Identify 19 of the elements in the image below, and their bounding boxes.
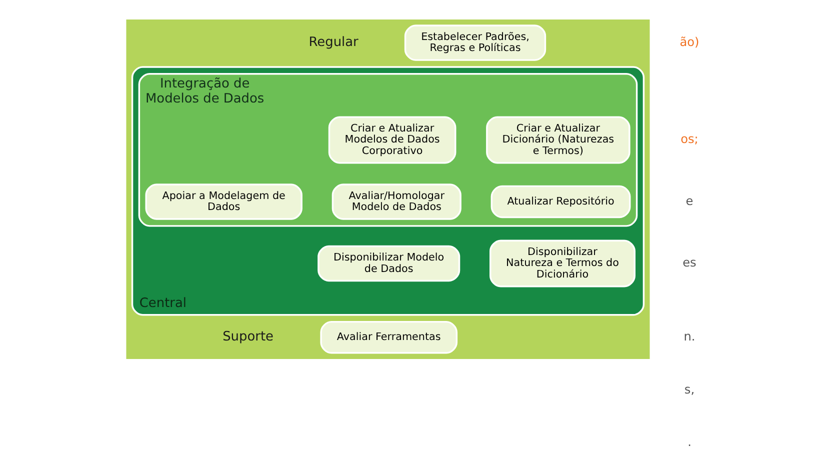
label: ão) — [680, 34, 700, 49]
label: e — [686, 194, 694, 208]
node-box: Criar e Atualizar Dicionário (Naturezas e Termos) — [486, 116, 630, 164]
node-box: Criar e Atualizar Modelos de Dados Corporativo — [328, 116, 456, 164]
node-box: Disponibilizar Modelo de Dados — [318, 245, 460, 282]
node-box: Disponibilizar Natureza e Termos do Dicionário — [490, 240, 636, 288]
label: os; — [680, 132, 698, 146]
cluster — [124, 18, 652, 361]
node-box: Avaliar/Homologar Modelo de Dados — [332, 184, 462, 220]
label: n. — [684, 330, 696, 344]
node-box: Avaliar Ferramentas — [320, 320, 458, 354]
label: Suporte — [222, 329, 274, 344]
label: . — [688, 434, 692, 449]
label: es — [682, 256, 696, 270]
label: s, — [684, 382, 695, 396]
label: Regular — [308, 34, 358, 50]
node-box: Estabelecer Padrões, Regras e Políticas — [404, 24, 546, 61]
node-box: Atualizar Repositório — [490, 185, 631, 218]
node-box: Apoiar a Modelagem de Dados — [145, 184, 302, 220]
